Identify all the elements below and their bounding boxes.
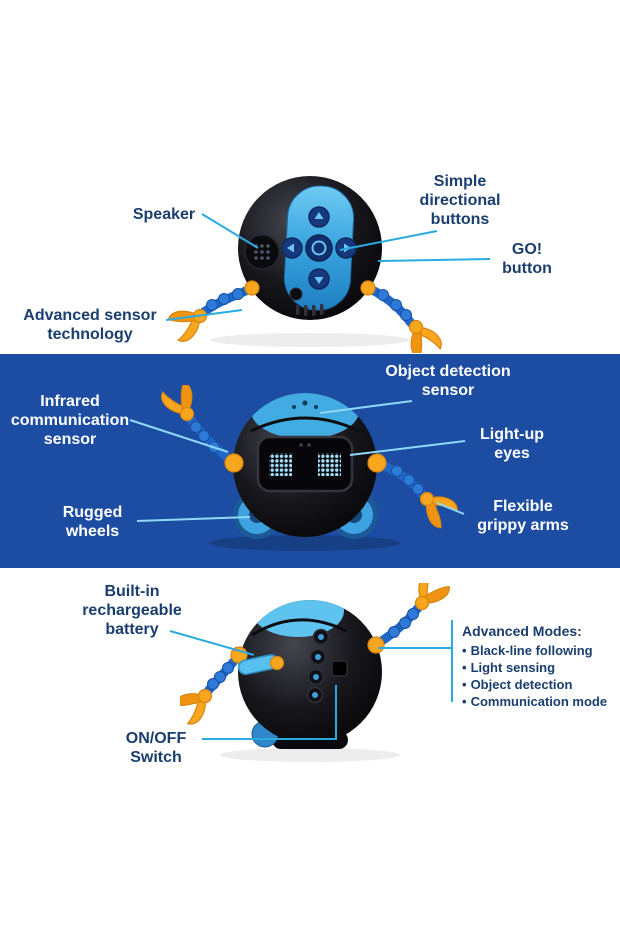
bullet-icon: • bbox=[462, 660, 467, 675]
left-shoulder-joint bbox=[244, 280, 260, 296]
bottom-sensor-slots bbox=[296, 304, 324, 316]
advanced-modes-list: Advanced Modes: •Black-line following •L… bbox=[462, 622, 620, 710]
label-rugged-wheels: Rugged wheels bbox=[62, 504, 123, 540]
label-speaker: Speaker bbox=[132, 206, 196, 223]
object-detection-sensor-holes bbox=[292, 400, 318, 409]
left-shoulder-joint bbox=[224, 453, 244, 473]
label-battery: Built-in rechargeable battery bbox=[82, 583, 182, 638]
shadow bbox=[210, 535, 400, 551]
shadow bbox=[210, 333, 410, 347]
top-panel bbox=[251, 600, 347, 637]
bullet-icon: • bbox=[462, 643, 467, 658]
switch-joint bbox=[269, 655, 285, 671]
left-arm bbox=[158, 385, 239, 468]
label-object-detection: Object detection sensor bbox=[385, 363, 511, 399]
right-shoulder-joint bbox=[367, 636, 385, 654]
speaker-grille bbox=[244, 234, 280, 270]
shadow bbox=[220, 748, 400, 762]
left-eye-display bbox=[269, 453, 292, 476]
mode-item-black-line: •Black-line following bbox=[462, 643, 593, 658]
go-button bbox=[305, 234, 333, 262]
label-go-button: GO! button bbox=[502, 241, 552, 277]
onoff-switch-port bbox=[331, 660, 348, 677]
face-screen bbox=[256, 435, 354, 493]
robot-top-view-illustration bbox=[164, 176, 445, 353]
label-light-up-eyes: Light-up eyes bbox=[480, 426, 544, 462]
right-arm bbox=[371, 583, 450, 650]
robot-back-view-illustration bbox=[180, 583, 450, 762]
robot-front-view-illustration bbox=[158, 385, 461, 551]
bullet-icon: • bbox=[462, 677, 467, 692]
right-shoulder-joint bbox=[360, 280, 376, 296]
right-shoulder-joint bbox=[367, 453, 387, 473]
bullet-icon: • bbox=[462, 694, 467, 709]
mode-item-object-detection: •Object detection bbox=[462, 677, 573, 692]
label-advanced-sensor: Advanced sensor technology bbox=[23, 307, 157, 343]
aux-button bbox=[289, 287, 303, 301]
label-directional-buttons: Simple directional buttons bbox=[419, 173, 501, 228]
mode-item-communication: •Communication mode bbox=[462, 694, 608, 709]
label-onoff-switch: ON/OFF Switch bbox=[125, 730, 187, 766]
left-arm bbox=[180, 650, 244, 728]
advanced-modes-title: Advanced Modes: bbox=[462, 623, 582, 639]
mode-item-light-sensing: •Light sensing bbox=[462, 660, 556, 675]
right-arm bbox=[372, 458, 461, 532]
ir-dot bbox=[299, 443, 303, 447]
ir-dot bbox=[307, 443, 311, 447]
top-panel bbox=[250, 393, 360, 439]
label-grippy-arms: Flexible grippy arms bbox=[477, 498, 569, 534]
label-infrared: Infrared communication sensor bbox=[10, 393, 130, 448]
right-eye-display bbox=[318, 453, 341, 476]
